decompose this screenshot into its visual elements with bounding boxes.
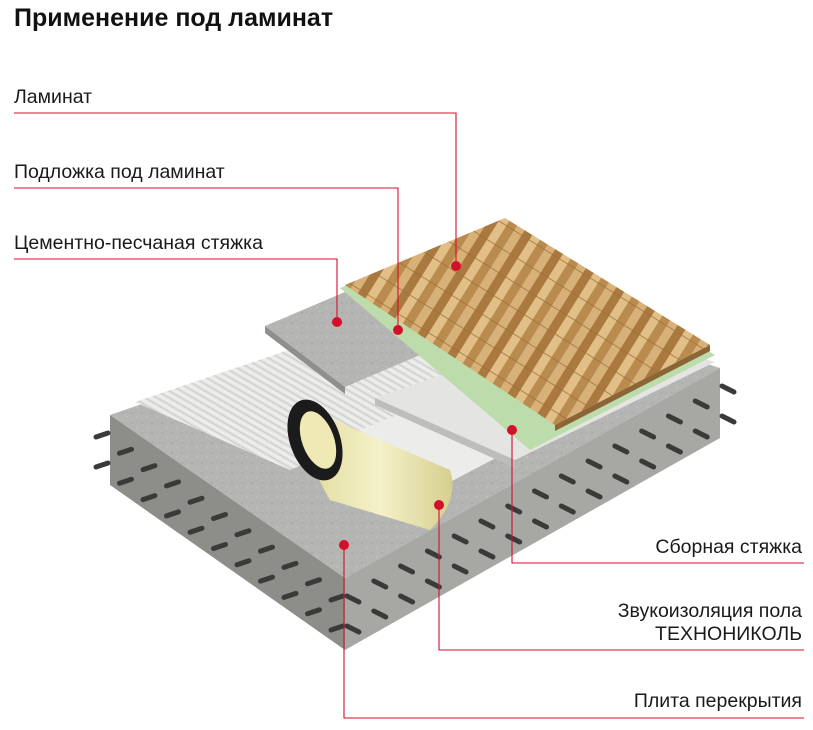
leader-cement-screed [14, 258, 338, 322]
rebar-end [424, 548, 442, 560]
rebar-end [639, 458, 657, 470]
cement-sand-screed [265, 292, 420, 394]
rebar-end [478, 548, 496, 560]
rebar-end [585, 458, 603, 470]
rebar-end [371, 578, 389, 590]
leader-floor-slab [343, 545, 804, 719]
rebar-end [532, 518, 549, 530]
cement-screed-top [265, 292, 420, 387]
rebar-end [398, 593, 416, 605]
label-sound-insulation: Звукоизоляция пола [617, 600, 802, 622]
rebar-end [692, 398, 710, 410]
rebar-end [585, 488, 603, 500]
rebar-end [117, 476, 134, 486]
rebar-end [305, 607, 322, 617]
rebar-end [93, 430, 111, 440]
label-prefab-screed: Сборная стяжка [655, 536, 802, 558]
rebar-end [639, 428, 657, 440]
leader-underlay [14, 187, 399, 330]
rebar-end [187, 525, 205, 535]
leader-laminate [14, 112, 457, 266]
rebar-end [505, 533, 523, 545]
laminate-layer [345, 218, 710, 431]
rebar-end [258, 574, 275, 584]
page-title: Применение под ламинат [14, 4, 334, 32]
rebar-end [281, 560, 299, 570]
dot-underlay [393, 325, 403, 335]
rebar-end [328, 623, 346, 633]
rebar-end [398, 563, 416, 575]
dot-cement-screed [332, 317, 342, 327]
label-sound-insulation-brand: ТЕХНОНИКОЛЬ [655, 623, 802, 645]
rebar-end [281, 590, 299, 600]
leader-prefab-screed [511, 430, 804, 564]
rebar-end [140, 493, 158, 503]
rebar-end [478, 518, 496, 530]
rebar-end [692, 428, 710, 440]
rebar-end [140, 463, 158, 473]
laminate-top [345, 218, 710, 425]
rebar-end [719, 413, 737, 425]
label-laminate: Ламинат [14, 86, 93, 108]
rebar-end [164, 479, 181, 489]
dot-floor-slab [339, 540, 349, 550]
rebar-end [612, 473, 630, 485]
rebar-end [211, 512, 228, 521]
rebar-end [532, 488, 549, 500]
rebar-end [328, 593, 346, 603]
rebar-end [234, 558, 252, 568]
rebar-end [451, 563, 469, 575]
rebar-end [612, 443, 630, 455]
rebar-end [665, 413, 683, 425]
rebar-end [371, 608, 389, 620]
dot-sound-insulation [434, 500, 444, 510]
rebar-end [558, 473, 576, 485]
rebar-end [117, 446, 134, 456]
rebar-end [187, 495, 205, 505]
rebar-end [344, 593, 362, 605]
rebar-end [719, 383, 737, 395]
label-underlay: Подложка под ламинат [14, 161, 225, 183]
laminate-edge [555, 345, 710, 431]
roll-end-core [299, 411, 337, 469]
rebar-end [211, 542, 228, 551]
roll-body [307, 410, 453, 530]
rebar-end [164, 509, 181, 519]
leader-dots [332, 261, 517, 550]
rebar-end [305, 577, 322, 587]
dot-prefab-screed [507, 425, 517, 435]
dot-laminate [451, 261, 461, 271]
rebar-end [424, 578, 442, 590]
insulation-roll [287, 399, 453, 530]
leader-sound-insulation [438, 505, 804, 651]
rebar-end [451, 533, 469, 545]
rebar-end [505, 503, 523, 515]
rebar-ends [93, 383, 737, 635]
prefab-screed-edge [375, 398, 515, 468]
leader-lines [14, 112, 804, 719]
rebar-end [665, 443, 683, 455]
rebar-end [93, 460, 111, 470]
rebar-end [558, 503, 576, 515]
rebar-end [258, 544, 275, 554]
slab-front-face [110, 415, 345, 650]
rebar-end [234, 528, 252, 538]
cement-screed-front [265, 326, 345, 394]
label-cement-screed: Цементно-песчаная стяжка [14, 232, 263, 254]
rebar-end [344, 623, 362, 635]
label-floor-slab: Плита перекрытия [633, 690, 802, 712]
